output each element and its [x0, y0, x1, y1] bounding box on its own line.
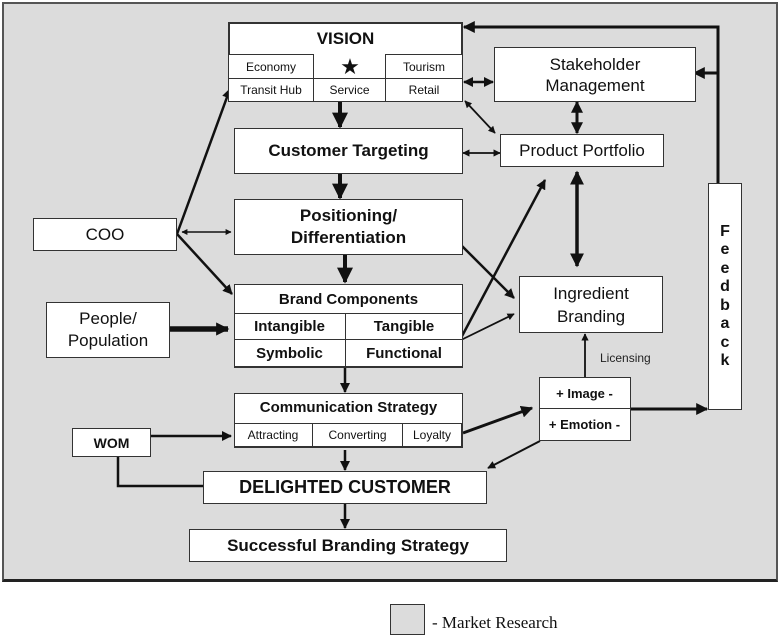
positioning-to-ingredient-arrow	[460, 244, 515, 299]
emotion-cell: + Emotion -	[538, 408, 631, 441]
coo-box: COO	[33, 218, 177, 251]
feedback-letter: a	[720, 315, 730, 332]
feedback-letter: b	[720, 296, 730, 314]
star-icon: ★	[340, 53, 360, 79]
loyalty-to-image-arrow	[462, 406, 534, 435]
feedback-box: F e e d b a c k	[708, 183, 742, 410]
brand-cell-intangible: Intangible	[233, 313, 346, 340]
brand-cell-symbolic: Symbolic	[233, 339, 346, 367]
vision-cell-retail: Retail	[385, 78, 463, 102]
brand-components-title: Brand Components	[278, 291, 419, 308]
communication-cell-converting: Converting	[312, 423, 403, 447]
legend-label: - Market Research	[432, 613, 558, 632]
brand-to-ingredient-arrow	[460, 313, 515, 341]
stakeholder-management-box: Stakeholder Management	[494, 47, 696, 102]
vision-title: VISION	[316, 29, 375, 48]
legend-swatch	[390, 604, 425, 635]
ingredient-line-2: Branding	[556, 306, 626, 326]
brand-components-box: Brand Components Intangible Tangible Sym…	[233, 284, 463, 368]
people-line-1: People/	[79, 309, 137, 328]
brand-cell-tangible: Tangible	[345, 313, 463, 340]
customer-targeting-box: Customer Targeting	[234, 128, 463, 174]
positioning-line-2: Differentiation	[290, 228, 407, 247]
communication-strategy-box: Communication Strategy Attracting Conver…	[233, 393, 463, 448]
communication-cell-attracting: Attracting	[233, 423, 313, 447]
feedback-letter: c	[720, 333, 730, 351]
feedback-letter: F	[720, 222, 730, 240]
brand-to-portfolio-arrow	[459, 179, 547, 339]
feedback-letter: k	[720, 352, 730, 369]
delighted-customer-box: DELIGHTED CUSTOMER	[203, 471, 487, 504]
communication-cell-loyalty: Loyalty	[402, 423, 462, 447]
wom-box: WOM	[72, 428, 151, 457]
image-emotion-box: + Image - + Emotion -	[538, 376, 631, 441]
ingredient-line-1: Ingredient	[553, 283, 629, 303]
feedback-letter: d	[720, 278, 730, 295]
positioning-box: Positioning/ Differentiation	[234, 199, 463, 255]
positioning-line-1: Positioning/	[299, 206, 398, 225]
feedback-to-vision-arrow	[462, 21, 720, 183]
stakeholder-line-2: Management	[545, 75, 645, 95]
brand-cell-functional: Functional	[345, 339, 463, 367]
vision-box: VISION Economy ★ Tourism Transit Hub Ser…	[228, 22, 463, 102]
coo-to-vision-arrow	[175, 88, 232, 235]
communication-title: Communication Strategy	[259, 399, 438, 416]
licensing-label: Licensing	[600, 351, 651, 365]
feedback-letter: e	[720, 241, 730, 258]
product-portfolio-box: Product Portfolio	[500, 134, 664, 167]
vision-cell-tourism: Tourism	[385, 54, 463, 79]
vision-cell-transit-hub: Transit Hub	[228, 78, 314, 102]
image-cell: + Image -	[538, 376, 631, 410]
stakeholder-line-1: Stakeholder	[549, 54, 641, 74]
vision-cell-economy: Economy	[228, 54, 314, 79]
people-population-box: People/ Population	[46, 302, 170, 358]
coo-to-brand-arrow	[176, 233, 233, 295]
people-line-2: Population	[67, 331, 149, 350]
ingredient-branding-box: Ingredient Branding	[519, 276, 663, 333]
wom-to-delighted-line	[116, 456, 203, 488]
feedback-letter: e	[720, 259, 730, 277]
emotion-to-delighted-arrow	[487, 440, 541, 469]
vision-cell-service: Service	[313, 78, 386, 102]
successful-branding-strategy-box: Successful Branding Strategy	[189, 529, 507, 562]
vision-portfolio-arrow	[464, 100, 496, 134]
